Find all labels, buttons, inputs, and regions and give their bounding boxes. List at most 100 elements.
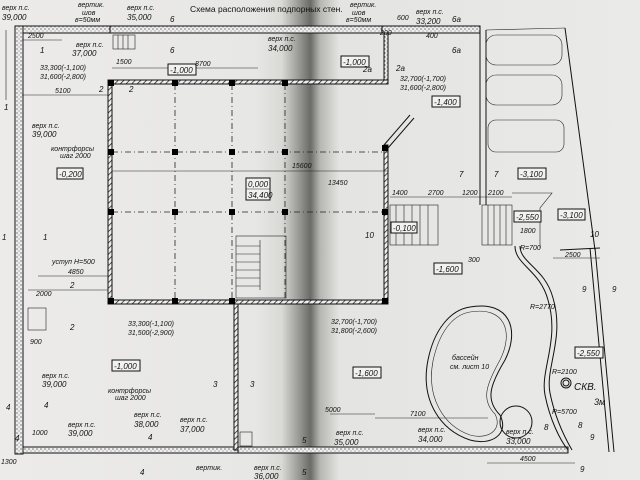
wall-top-label: верх п.с.	[180, 417, 208, 424]
section-mark: 1	[4, 103, 8, 112]
wall-left	[14, 25, 24, 455]
section-mark: 10	[590, 230, 599, 239]
pool-note: бассейн	[452, 354, 479, 362]
wall-top-label: верх п.с.	[254, 465, 282, 472]
buttress-note: шаг 2000	[60, 153, 91, 160]
radius-label: R=2770	[530, 304, 555, 311]
wall-top-label: верх п.с.	[42, 373, 70, 380]
dimension-value: 8700	[195, 61, 211, 68]
elevation-pair: 31,800(-2,600)	[331, 328, 377, 335]
wall-top-value: 35,000	[334, 438, 359, 447]
section-mark: 9	[580, 465, 585, 474]
wall-top-label: верх п.с.	[68, 422, 96, 429]
dimension-value: 15600	[292, 163, 312, 170]
dimension-value: 13450	[328, 180, 348, 187]
buttress-note: шаг 2000	[115, 395, 146, 402]
wall-top-value: 39,000	[42, 380, 67, 389]
elevation-pair: 32,700(-1,700)	[400, 76, 446, 83]
wall-top-value: 34,000	[268, 44, 293, 53]
section-mark: 7	[494, 170, 499, 179]
dimension-values: 2500 1500 8700 5100 15600 13450 1400 270…	[1, 15, 581, 466]
dimension-value: 200	[379, 30, 392, 37]
section-mark: 3	[250, 380, 255, 389]
dimension-value: 5000	[325, 407, 341, 414]
joint-note: вертик.	[196, 465, 222, 472]
wall-top-value: 33,000	[506, 437, 531, 446]
section-mark: 1	[40, 46, 44, 55]
level-mark: -0,100	[393, 224, 416, 233]
section-mark: 2	[128, 85, 134, 94]
elevation-pair: 32,700(-1,700)	[331, 319, 377, 326]
level-mark: -2,550	[577, 349, 600, 358]
section-mark: 9	[582, 285, 587, 294]
wall-top-value: 37,000	[72, 49, 97, 58]
section-mark: 8	[578, 421, 583, 430]
section-mark: 6а	[452, 46, 461, 55]
section-mark: 6	[170, 15, 175, 24]
drawing-title: Схема расположения подпорных стен.	[190, 4, 343, 14]
level-mark: -1,000	[114, 362, 137, 371]
well-label: СКВ.	[574, 382, 597, 393]
wall-top-label: верх п.с.	[336, 430, 364, 437]
level-mark-floor: 0,000	[248, 180, 269, 189]
level-marks: -1,000 -1,000 -1,400 -0,200 0,000 34,400…	[56, 55, 604, 379]
wall-top-label: верх п.с.	[2, 5, 30, 12]
buttress-note: контрфорсы	[51, 146, 95, 153]
section-marks: 1 1 1 1 2 2 2 2 2а 2а 6 6 6а 6а 3 3 4 4 …	[2, 15, 617, 477]
section-mark: 4	[148, 433, 153, 442]
section-mark: 4	[15, 434, 20, 443]
section-mark: 5	[302, 468, 307, 477]
joint-note: шов	[352, 10, 366, 17]
dimension-value: 2700	[427, 190, 444, 197]
level-mark: -1,000	[170, 66, 193, 75]
joint-note: вертик.	[78, 2, 104, 9]
section-mark: 2	[69, 323, 75, 332]
retaining-walls	[14, 25, 615, 455]
step-note: уступ Н=500	[51, 259, 95, 266]
wall-top-label: верх п.с.	[134, 412, 162, 419]
radius-label: R=5700	[552, 409, 577, 416]
dimension-value: 1000	[32, 430, 48, 437]
parked-cars	[485, 34, 565, 153]
section-mark: 10	[365, 231, 374, 240]
elevation-pair: 33,300(-1,100)	[128, 321, 174, 328]
level-mark-absolute: 34,400	[248, 191, 273, 200]
dimension-value: 1500	[116, 59, 132, 66]
wall-top-label: верх п.с.	[416, 9, 444, 16]
wall-top-mid	[109, 25, 383, 34]
section-mark: 4	[44, 401, 49, 410]
section-mark: 7	[459, 170, 464, 179]
dimension-value: 2100	[487, 190, 504, 197]
pool-note: см. лист 10	[450, 364, 489, 371]
wall-top-label: верх п.с.	[32, 123, 60, 130]
wall-top-value: 39,000	[2, 13, 27, 22]
section-mark: 5	[302, 436, 307, 445]
well-icon	[560, 377, 572, 389]
dimension-value: 1800	[520, 228, 536, 235]
dimension-value: 600	[397, 15, 409, 22]
columns	[108, 80, 388, 304]
car-icon	[487, 119, 565, 153]
dimension-value: 400	[426, 33, 438, 40]
wall-top-value: 38,000	[134, 420, 159, 429]
dimension-value: 300	[468, 257, 480, 264]
section-mark: 2а	[362, 65, 372, 74]
section-mark: 1	[2, 233, 6, 242]
joint-note: в=50мм	[346, 17, 371, 24]
dimension-value: 7100	[410, 411, 426, 418]
dimension-value: 2500	[564, 252, 581, 259]
level-mark: -1,000	[343, 58, 366, 67]
joint-note: в=50мм	[75, 17, 100, 24]
level-mark: -0,200	[59, 170, 82, 179]
level-mark: -3,100	[520, 170, 543, 179]
dimension-value: 4500	[520, 456, 536, 463]
dimension-value: 900	[30, 339, 42, 346]
joint-note: шов	[82, 10, 96, 17]
dimension-value: 2500	[27, 33, 44, 40]
stairs	[27, 34, 553, 447]
inner-stair	[235, 235, 287, 299]
notes: вертик. шов в=50мм вертик. шов в=50мм ве…	[40, 2, 605, 472]
section-mark: 2а	[395, 64, 405, 73]
